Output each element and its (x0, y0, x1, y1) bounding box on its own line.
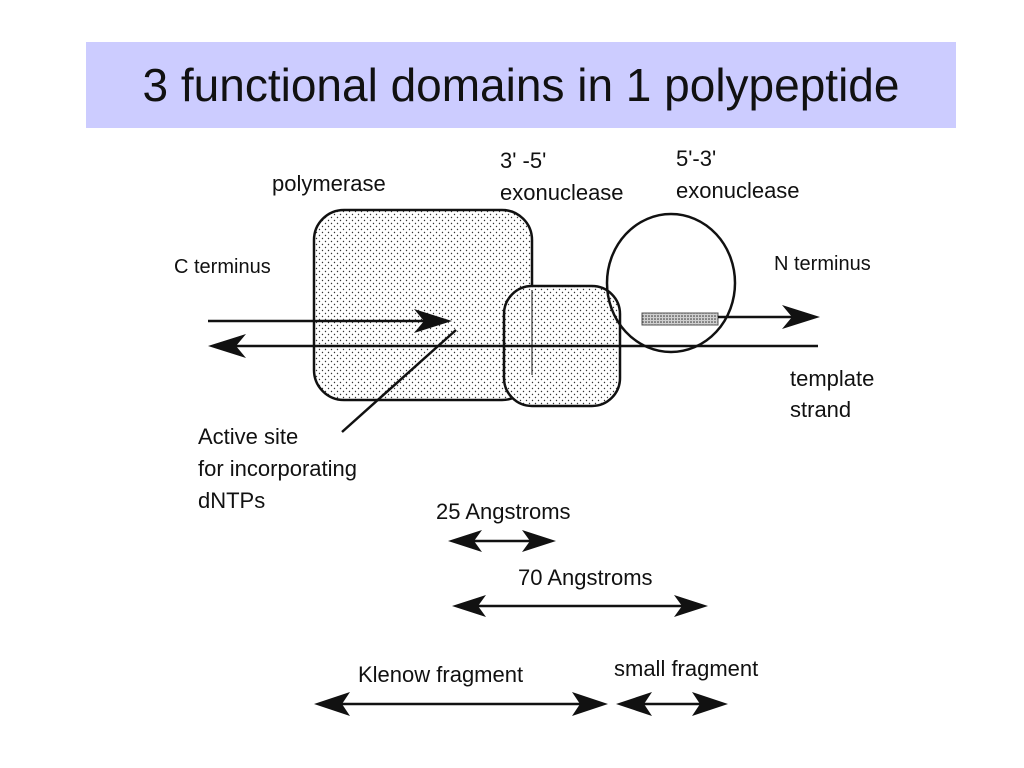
small-fragment-left-arrowhead (616, 692, 652, 716)
angstrom-70-label: 70 Angstroms (518, 565, 653, 590)
angstrom-25-label: 25 Angstroms (436, 499, 571, 524)
n-terminus-label: N terminus (774, 253, 871, 275)
klenow-left-arrowhead (314, 692, 350, 716)
exo35-label-line1: 3' -5' (500, 148, 546, 173)
primer-strand-right-arrowhead (782, 305, 820, 329)
exo53-label-line2: exonuclease (676, 178, 800, 203)
angstrom-25-right-arrowhead (522, 530, 556, 552)
klenow-right-arrowhead (572, 692, 608, 716)
template-strand-arrowhead (208, 334, 246, 358)
title-banner: 3 functional domains in 1 polypeptide (86, 42, 956, 128)
polymerase-domain (312, 208, 534, 402)
klenow-label: Klenow fragment (358, 662, 523, 687)
primer-strand-arrowhead (414, 309, 452, 333)
active-site-pointer (341, 329, 457, 433)
template-label-line2: strand (790, 397, 851, 422)
template-label-line1: template (790, 366, 874, 391)
angstrom-25-left-arrowhead (448, 530, 482, 552)
small-fragment-right-arrowhead (692, 692, 728, 716)
page-title: 3 functional domains in 1 polypeptide (142, 59, 900, 111)
downstream-fragment (641, 312, 719, 326)
angstrom-70-right-arrowhead (674, 595, 708, 617)
angstrom-70-left-arrowhead (452, 595, 486, 617)
exo35-label-line2: exonuclease (500, 180, 624, 205)
active-site-label-line2: for incorporating (198, 456, 357, 481)
active-site-label-line3: dNTPs (198, 488, 265, 513)
polymerase-label: polymerase (272, 171, 386, 196)
exonuclease-53-domain (605, 212, 737, 354)
small-fragment-label: small fragment (614, 656, 758, 681)
active-site-label-line1: Active site (198, 424, 298, 449)
exo53-label-line1: 5'-3' (676, 146, 716, 171)
c-terminus-label: C terminus (174, 256, 271, 278)
